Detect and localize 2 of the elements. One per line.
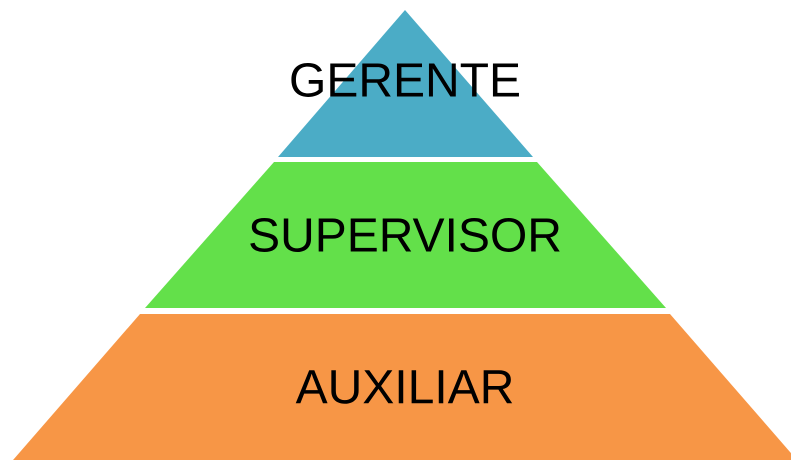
pyramid-level: SUPERVISOR [145,162,666,308]
pyramid-level: AUXILIAR [0,314,791,460]
